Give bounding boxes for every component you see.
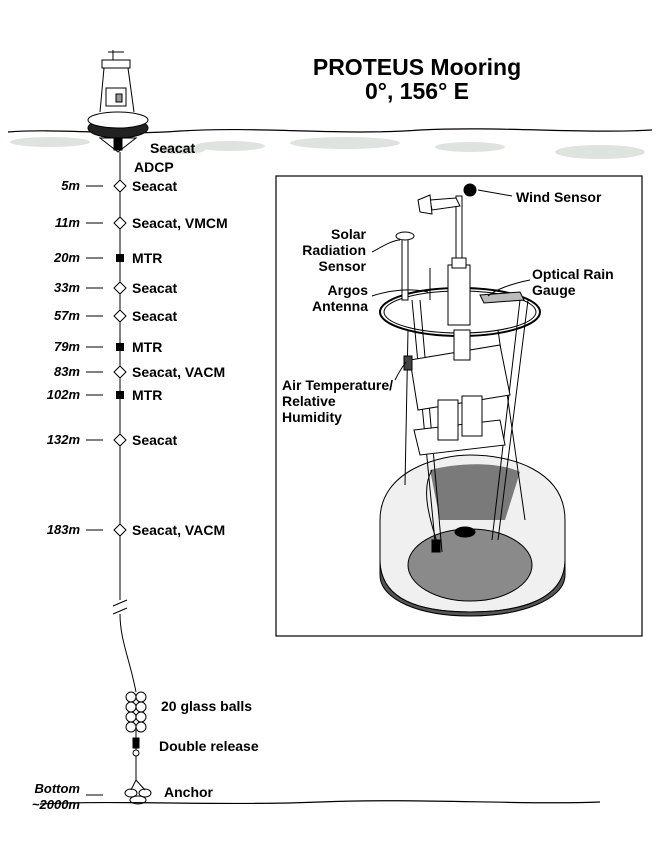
adcp-label: ADCP	[134, 159, 174, 175]
anchor-icon	[124, 779, 152, 805]
air-temp-label-2: Relative	[282, 393, 336, 409]
glass-balls-icon	[125, 691, 147, 733]
depth-label: 183m	[46, 522, 80, 537]
depth-label: 57m	[53, 308, 80, 323]
instrument-label: Seacat, VACM	[132, 364, 226, 380]
instrument-label: MTR	[132, 339, 163, 355]
page-title: PROTEUS Mooring	[312, 54, 522, 80]
instrument-label: Seacat, VMCM	[132, 215, 228, 231]
page-subtitle: 0°, 156° E	[364, 78, 470, 104]
instrument-label: MTR	[132, 250, 163, 266]
seacat-marker-icon	[113, 216, 127, 230]
depth-label: 11m	[54, 215, 80, 230]
mtr-marker-icon	[116, 391, 124, 399]
depth-label: 79m	[53, 339, 80, 354]
depth-label: 102m	[46, 387, 80, 402]
instrument-label: Seacat	[132, 178, 178, 194]
seacat-marker-icon	[113, 433, 127, 447]
solar-sensor-label-1: Solar	[330, 226, 366, 242]
mtr-marker-icon	[116, 343, 124, 351]
argos-antenna-label-2: Antenna	[312, 298, 368, 314]
rain-gauge-label-1: Optical Rain	[532, 266, 614, 282]
instrument-label: MTR	[132, 387, 163, 403]
instrument-label: Seacat	[132, 308, 178, 324]
depth-label: 83m	[53, 364, 80, 379]
double-release-label: Double release	[159, 738, 259, 754]
depth-label: 5m	[61, 178, 80, 193]
surface-seacat-label: Seacat	[150, 140, 196, 156]
bottom-depth-label: ~2000m	[31, 797, 80, 812]
seacat-marker-icon	[113, 179, 127, 193]
air-temp-label-1: Air Temperature/	[282, 377, 393, 393]
instrument-label: Seacat	[132, 432, 178, 448]
depth-label: 20m	[53, 250, 80, 265]
rain-gauge-label-2: Gauge	[532, 282, 576, 298]
instrument-label: Seacat	[132, 280, 178, 296]
sea-floor	[39, 800, 601, 805]
callout-leaders	[371, 189, 531, 381]
depth-label: 33m	[53, 280, 80, 295]
seacat-marker-icon	[113, 281, 127, 295]
instrument-markers	[86, 179, 127, 537]
seacat-marker-icon	[113, 365, 127, 379]
seacat-marker-icon	[113, 309, 127, 323]
mtr-marker-icon	[116, 254, 124, 262]
depth-label: 132m	[46, 432, 80, 447]
argos-antenna-label-1: Argos	[327, 282, 368, 298]
mooring-line	[112, 152, 137, 780]
solar-sensor-label-3: Sensor	[318, 258, 366, 274]
double-release-icon	[132, 737, 140, 757]
instrument-label: Seacat, VACM	[132, 522, 226, 538]
seacat-marker-icon	[113, 523, 127, 537]
surface-buoy-icon	[87, 50, 149, 153]
glass-balls-label: 20 glass balls	[161, 698, 253, 714]
wind-sensor-label: Wind Sensor	[516, 189, 602, 205]
sea-surface	[7, 128, 653, 159]
air-temp-label-3: Humidity	[282, 409, 342, 425]
buoy-detail-drawing	[379, 183, 566, 617]
solar-sensor-label-2: Radiation	[302, 242, 366, 258]
anchor-label: Anchor	[164, 784, 213, 800]
bottom-label: Bottom	[34, 781, 81, 796]
